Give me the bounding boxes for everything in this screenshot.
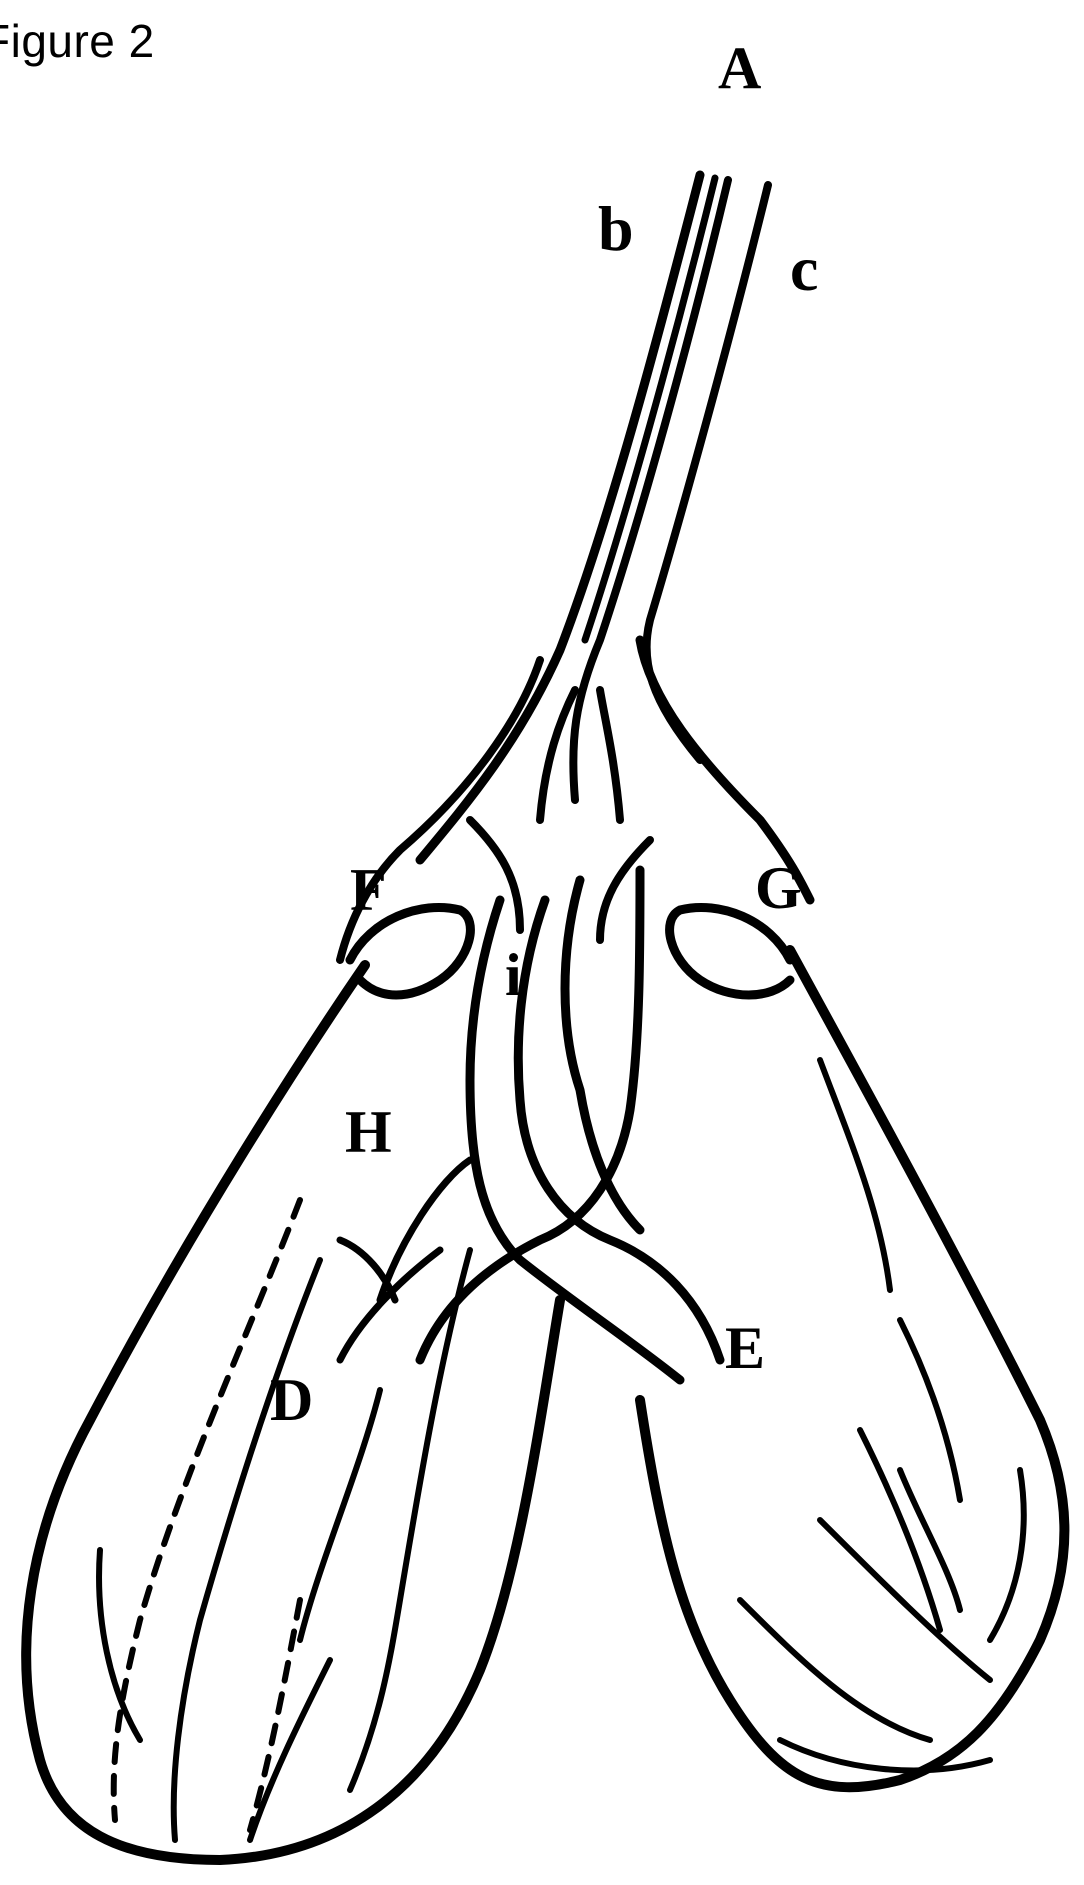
- label-i: i: [505, 942, 522, 1008]
- label-E: E: [725, 1315, 765, 1381]
- label-G: G: [755, 855, 802, 921]
- label-c: c: [790, 233, 818, 304]
- left-lobe-dashed-vessel-2: [250, 1600, 300, 1830]
- vessel-i-left: [470, 900, 680, 1380]
- stem-ducts: [340, 175, 810, 960]
- fold-inner-right: [600, 690, 620, 820]
- label-D: D: [270, 1367, 313, 1433]
- right-lobe-fold-6: [740, 1600, 930, 1740]
- left-lobe-branch-1: [380, 1160, 470, 1300]
- left-lobe-fold-1: [174, 1260, 320, 1840]
- right-lobe-fold-1: [820, 1060, 890, 1290]
- duct-line-left: [420, 175, 700, 860]
- right-lobe-E: [640, 950, 1064, 1787]
- right-lobe-fold-5: [820, 1520, 990, 1680]
- left-lobe-fold-5: [250, 1660, 330, 1840]
- central-vessels: [420, 820, 720, 1380]
- left-lobe-fold-3: [350, 1250, 470, 1790]
- label-H: H: [345, 1099, 392, 1165]
- label-b: b: [598, 193, 634, 264]
- label-F: F: [350, 857, 387, 923]
- duct-line-middle: [573, 180, 728, 800]
- right-lobe-outline: [640, 950, 1064, 1787]
- right-lobe-fold-2: [900, 1320, 960, 1500]
- label-A: A: [718, 35, 761, 101]
- right-lobe-fold-8: [990, 1470, 1024, 1640]
